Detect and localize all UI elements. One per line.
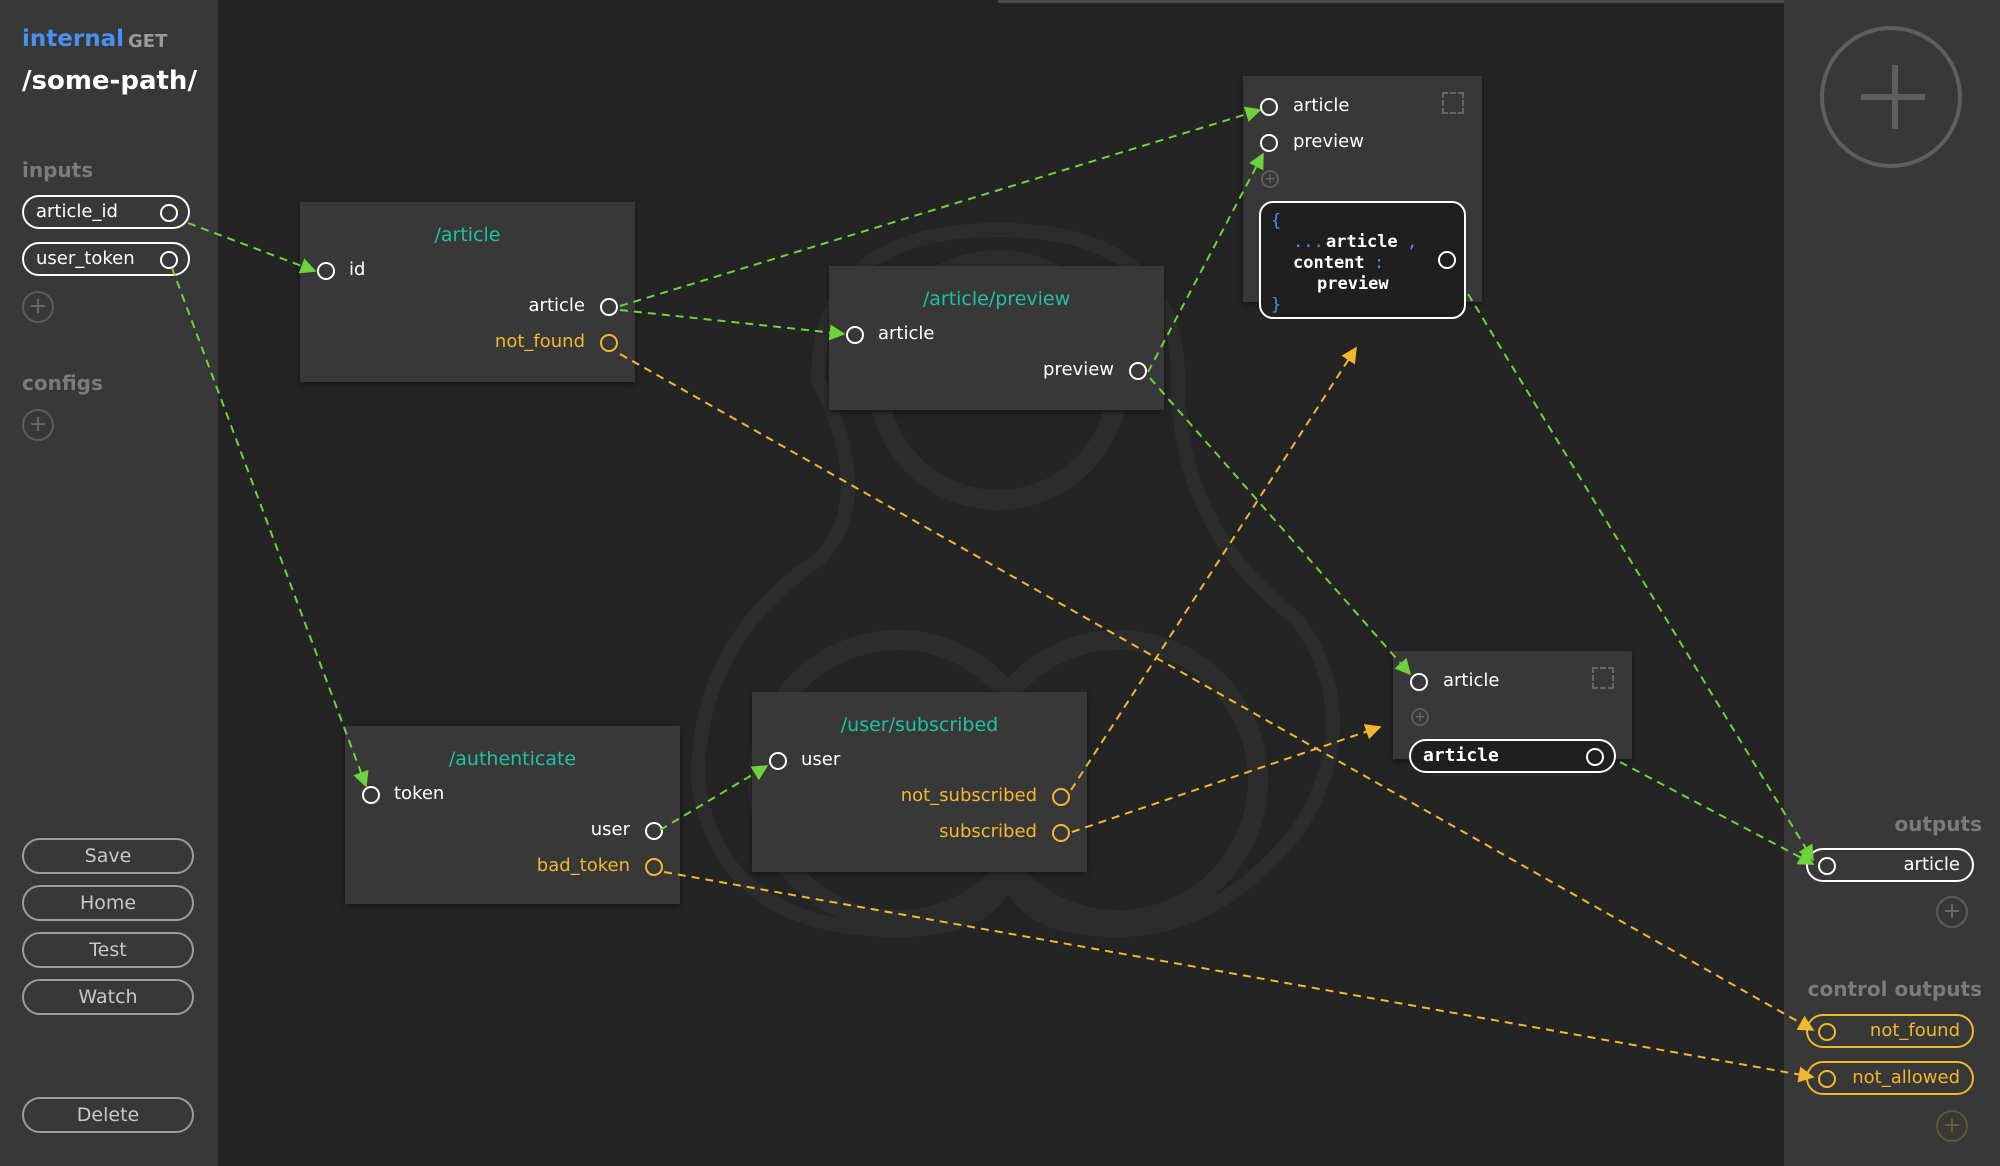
picker-output-pill[interactable]: article xyxy=(1409,739,1616,773)
control-output-pin-icon[interactable] xyxy=(1818,1023,1836,1041)
home-button[interactable]: Home xyxy=(22,885,194,921)
code-close-brace: } xyxy=(1271,295,1282,315)
code-value: preview xyxy=(1317,274,1389,294)
input-port-icon[interactable] xyxy=(1410,673,1428,691)
endpoint-path[interactable]: /some-path/ xyxy=(22,66,197,96)
add-config-button[interactable]: + xyxy=(22,409,54,441)
top-divider xyxy=(998,0,1966,3)
control-port-label: subscribed xyxy=(939,821,1037,842)
input-port-icon[interactable] xyxy=(1260,98,1278,116)
background-logo-icon xyxy=(690,222,1340,938)
input-port-icon[interactable] xyxy=(362,786,380,804)
output-port-label: user xyxy=(590,819,630,840)
output-port-label: preview xyxy=(1043,359,1114,380)
input-port-label: token xyxy=(394,783,445,804)
code-key: content xyxy=(1293,253,1365,273)
endpoint-kind: internal xyxy=(22,26,124,52)
add-node-icon[interactable] xyxy=(1820,26,1962,168)
configs-label: configs xyxy=(22,371,103,395)
add-input-button[interactable]: + xyxy=(22,291,54,323)
sidebar: internal GET /some-path/ inputs article_… xyxy=(0,0,218,1166)
input-pin-icon[interactable] xyxy=(160,251,178,269)
test-button[interactable]: Test xyxy=(22,932,194,968)
input-port-label: article xyxy=(878,323,935,344)
input-pin-icon[interactable] xyxy=(160,204,178,222)
input-port-icon[interactable] xyxy=(317,262,335,280)
output-port-icon[interactable] xyxy=(1586,748,1604,766)
endpoint-method: GET xyxy=(128,31,168,52)
input-label: article_id xyxy=(36,201,118,222)
control-output-pin-icon[interactable] xyxy=(1818,1070,1836,1088)
code-colon: : xyxy=(1374,253,1385,273)
control-output-label: not_allowed xyxy=(1852,1067,1960,1088)
add-port-button[interactable]: + xyxy=(1411,708,1429,726)
control-output-not-found[interactable]: not_found xyxy=(1806,1014,1974,1048)
node-title: /authenticate xyxy=(448,748,577,770)
output-port-label: article xyxy=(528,295,585,316)
expand-icon[interactable] xyxy=(1592,667,1614,689)
control-port-label: not_subscribed xyxy=(900,785,1037,806)
output-port-icon[interactable] xyxy=(645,822,663,840)
input-port-label: article xyxy=(1293,95,1350,116)
output-label: article xyxy=(1903,854,1960,875)
output-pin-icon[interactable] xyxy=(1818,857,1836,875)
outputs-label: outputs xyxy=(1894,812,1982,836)
graph-canvas[interactable] xyxy=(218,0,1784,1166)
node-user-subscribed[interactable]: /user/subscribed user not_subscribed sub… xyxy=(752,692,1087,872)
control-output-label: not_found xyxy=(1869,1020,1960,1041)
input-user-token[interactable]: user_token xyxy=(22,242,190,276)
node-authenticate[interactable]: /authenticate token user bad_token xyxy=(345,726,680,904)
code-spread-operator: ... xyxy=(1293,232,1324,252)
code-comma: , xyxy=(1407,232,1418,252)
control-port-icon[interactable] xyxy=(1052,824,1070,842)
input-port-label: id xyxy=(349,259,366,280)
output-port-icon[interactable] xyxy=(600,298,618,316)
node-article[interactable]: /article id article not_found xyxy=(300,202,635,382)
node-title: /user/subscribed xyxy=(840,714,999,736)
input-port-icon[interactable] xyxy=(769,752,787,770)
control-port-label: bad_token xyxy=(536,855,630,876)
inputs-label: inputs xyxy=(22,158,94,182)
expand-icon[interactable] xyxy=(1442,92,1464,114)
node-article-preview[interactable]: /article/preview article preview xyxy=(829,266,1164,410)
input-port-icon[interactable] xyxy=(846,326,864,344)
control-port-icon[interactable] xyxy=(600,334,618,352)
add-control-output-button[interactable]: + xyxy=(1936,1110,1968,1142)
node-title: /article xyxy=(434,224,501,246)
code-spread-name: article xyxy=(1326,232,1398,252)
add-output-button[interactable]: + xyxy=(1936,896,1968,928)
control-output-not-allowed[interactable]: not_allowed xyxy=(1806,1061,1974,1095)
save-button[interactable]: Save xyxy=(22,838,194,874)
input-article-id[interactable]: article_id xyxy=(22,195,190,229)
input-port-label: preview xyxy=(1293,131,1364,152)
input-port-label: article xyxy=(1443,670,1500,691)
input-port-label: user xyxy=(801,749,841,770)
output-port-icon[interactable] xyxy=(1438,251,1456,269)
control-outputs-label: control outputs xyxy=(1807,977,1982,1001)
code-open-brace: { xyxy=(1271,211,1282,231)
input-label: user_token xyxy=(36,248,135,269)
node-title: /article/preview xyxy=(922,288,1071,310)
output-article[interactable]: article xyxy=(1806,848,1974,882)
delete-button[interactable]: Delete xyxy=(22,1097,194,1133)
code-expression-box[interactable]: { ... article , content : preview } xyxy=(1259,201,1466,319)
right-panel: outputs article + control outputs not_fo… xyxy=(1784,0,2000,1166)
watch-button[interactable]: Watch xyxy=(22,979,194,1015)
output-port-icon[interactable] xyxy=(1129,362,1147,380)
control-port-icon[interactable] xyxy=(1052,788,1070,806)
control-port-icon[interactable] xyxy=(645,858,663,876)
picker-output-label: article xyxy=(1423,745,1499,766)
control-port-label: not_found xyxy=(494,331,585,352)
input-port-icon[interactable] xyxy=(1260,134,1278,152)
add-port-button[interactable]: + xyxy=(1261,170,1279,188)
